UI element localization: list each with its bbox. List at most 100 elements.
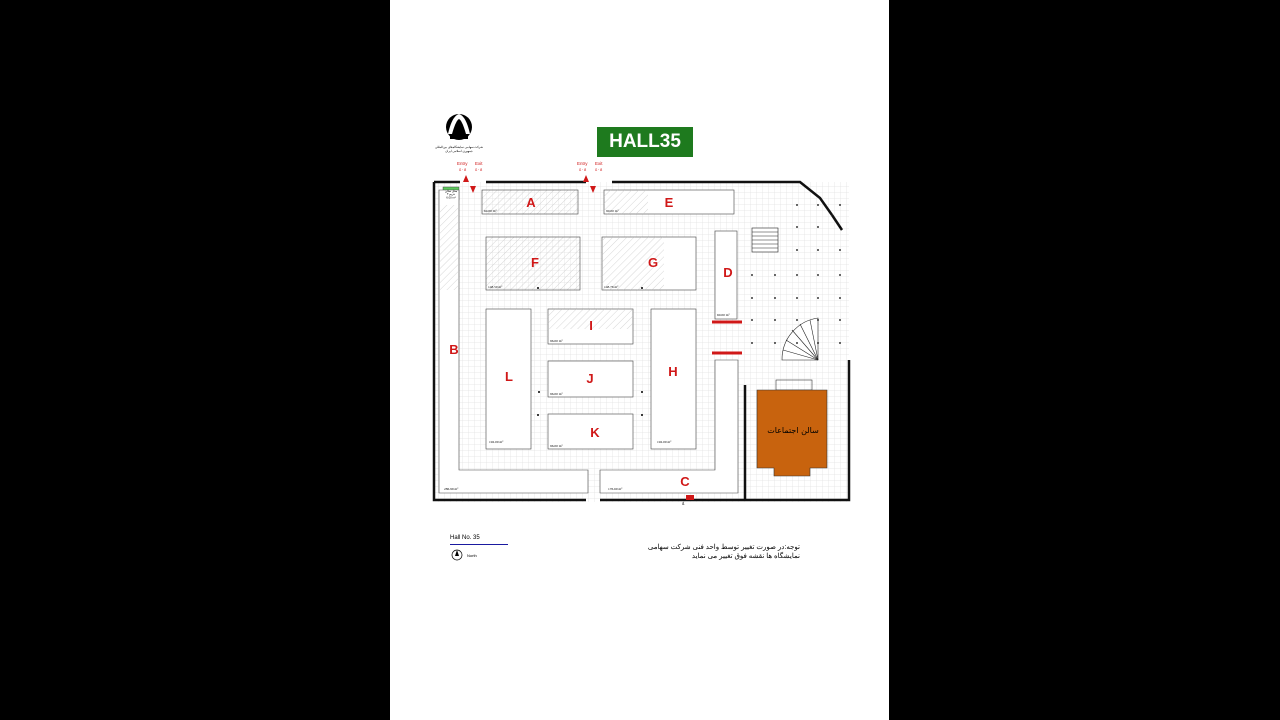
north-label: North [467,553,477,558]
meeting-room-label: سالن اجتماعات [767,426,819,435]
spiral-stair-icon [781,317,819,361]
booth-letter-G: G [648,255,658,270]
column-dot [751,342,753,344]
column-dot [538,391,540,393]
column-dot [537,287,539,289]
booth-G-hatch [602,237,664,290]
hall-floor-plan: A 64.00 m² E 90.00 m² F 148.50 m² G 148.76 m² D 6… [432,114,851,561]
column-dot [839,249,841,251]
column-dot [817,342,819,344]
booth-H[interactable] [650,308,697,450]
entry-label: Entry [457,161,468,166]
entry-number: ٤٠٨ [579,167,587,172]
column-dot [774,274,776,276]
column-dot [774,319,776,321]
exit-label: Exit [595,161,603,166]
booth-F[interactable] [485,236,581,291]
booth-area-C: 176.60 m² [608,487,622,491]
column-dot [796,204,798,206]
exit-number: ٤٠٨ [475,167,483,172]
exit-marker [686,495,694,500]
exit-label: Exit [475,161,483,166]
change-notice-line-1: توجه:در صورت تغییر توسط واحد فنی شرکت سه… [647,544,800,551]
column-dot [641,414,643,416]
column-dot [796,342,798,344]
column-dot [839,274,841,276]
booth-D[interactable] [714,230,738,320]
booth-I-hatch [548,309,633,329]
column-dot [817,204,819,206]
change-notice: توجه:در صورت تغییر توسط واحد فنی شرکت سه… [640,543,800,561]
booth-area-K: 96.00 m² [550,444,563,448]
column-dot [796,297,798,299]
booth-letter-F: F [531,255,539,270]
column-dot [839,342,841,344]
booth-letter-C: C [680,474,690,489]
booth-area-L: 192.00 m² [489,440,503,444]
column-dot [817,319,819,321]
booth-letter-D: D [723,265,732,280]
meeting-room[interactable] [756,379,828,477]
column-dot [641,287,643,289]
svg-text:محل سالن: محل سالن [445,189,458,193]
booth-L[interactable] [485,308,532,450]
column-dot [817,249,819,251]
organization-logo [446,114,472,140]
exit-marker-label: ٤ [682,501,685,507]
hall-title: HALL35 [597,127,693,157]
partition-bars [712,320,742,355]
entrance-2-labels: Entry Exit ٤٠٨ ٤٠٨ [577,161,603,172]
ticket-box-label: محل سالن حریم ٣ 6.00 m² [445,189,458,200]
column-dot [817,226,819,228]
booth-area-H: 192.00 m² [657,440,671,444]
booth-letter-E: E [665,195,674,210]
column-dot [796,274,798,276]
booth-area-B: 286.99 m² [444,487,458,491]
booth-letter-L: L [505,369,513,384]
column-dot [751,319,753,321]
booth-area-F: 148.50 m² [488,285,502,289]
booth-area-I: 96.00 m² [550,339,563,343]
column-dot [839,226,841,228]
hall-walls [432,180,851,502]
booth-letter-I: I [589,318,593,333]
booth-B-hatch [440,205,458,290]
change-notice-line-2: نمایشگاه ها نقشه فوق تغییر می نماید [691,553,800,560]
booth-labels: A 64.00 m² E 90.00 m² F 148.50 m² G 148.76 m² D 6… [444,195,733,491]
booth-K[interactable] [547,413,634,450]
booth-area-D: 60.00 m² [717,313,730,317]
entrance-1-labels: Entry Exit ٤٠٨ ٤٠٨ [457,161,483,172]
column-dot [839,204,841,206]
booth-J[interactable] [547,360,634,398]
column-dot [839,319,841,321]
column-dot [796,319,798,321]
column-dot [751,297,753,299]
booth-C[interactable] [599,359,739,494]
hall-caption: Hall No. 35 [450,535,480,541]
column-dot [796,249,798,251]
caption-underline [450,544,508,545]
column-dot [751,274,753,276]
booth-letter-A: A [526,195,536,210]
booth-area-A: 64.00 m² [484,209,497,213]
booth-area-J: 96.00 m² [550,392,563,396]
north-arrow-icon [451,549,463,561]
booth-A[interactable] [481,189,579,215]
booth-letter-K: K [590,425,600,440]
column-dot [774,297,776,299]
column-dot [817,274,819,276]
entry-number: ٤٠٨ [459,167,467,172]
column-dot [537,414,539,416]
structural-columns [537,204,841,416]
entry-label: Entry [577,161,588,166]
entrance-arrows [463,175,596,193]
column-dot [774,342,776,344]
booth-area-G: 148.76 m² [604,285,618,289]
booth-letter-H: H [668,364,677,379]
column-dot [817,297,819,299]
booth-letter-J: J [586,371,593,386]
floor-plan-sheet: A 64.00 m² E 90.00 m² F 148.50 m² G 148.76 m² D 6… [390,0,889,720]
booth-area-E: 90.00 m² [606,209,619,213]
column-dot [839,297,841,299]
stairs-icon [751,227,779,253]
